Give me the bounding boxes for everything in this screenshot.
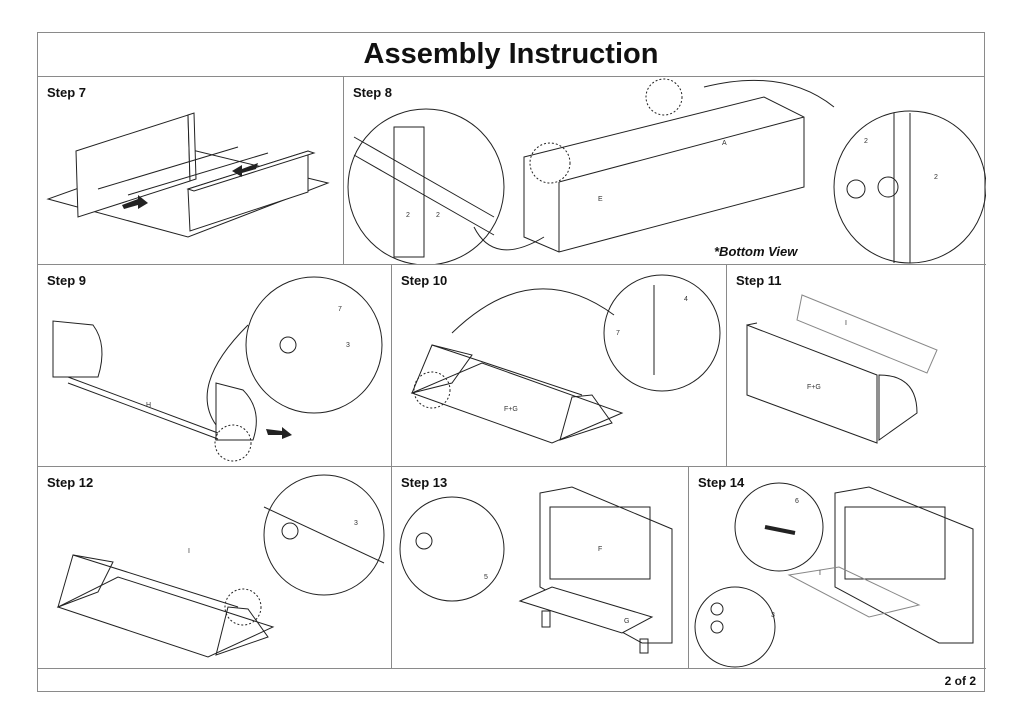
step-9-panel: Step 9 H 7 3 <box>38 265 392 467</box>
step-label: Step 10 <box>401 273 448 288</box>
part-callout: G <box>624 618 629 625</box>
step-label: Step 12 <box>47 475 94 490</box>
page-footer: 2 of 2 <box>38 669 984 693</box>
bottom-view-note: *Bottom View <box>714 244 798 259</box>
part-callout: 3 <box>346 342 350 349</box>
part-callout: I <box>188 548 190 555</box>
step-10-panel: Step 10 F+G 7 4 <box>392 265 727 467</box>
part-callout: I <box>819 570 821 577</box>
part-callout: E <box>598 196 603 203</box>
step-label: Step 13 <box>401 475 448 490</box>
step-label: Step 14 <box>698 475 745 490</box>
part-callout: 2 <box>864 138 868 145</box>
step-9-illustration: H 7 3 <box>52 276 383 462</box>
step-label: Step 11 <box>736 273 782 288</box>
part-callout: H <box>146 402 151 409</box>
step-8-panel: Step 8 2 2 E <box>344 77 986 265</box>
step-label: Step 7 <box>47 85 87 100</box>
part-callout: 3 <box>771 612 775 619</box>
part-callout: 4 <box>684 296 688 303</box>
step-11-panel: Step 11 I F+G <box>727 265 986 467</box>
part-callout: I <box>845 320 847 327</box>
step-10-illustration: F+G 7 4 <box>410 274 721 444</box>
part-callout: F+G <box>504 406 518 413</box>
step-13-panel: Step 13 F G 5 <box>392 467 689 669</box>
page-number: 2 of 2 <box>944 674 976 688</box>
detail-magnifier-left <box>347 108 505 264</box>
part-callout: 2 <box>934 174 938 181</box>
step-14-panel: Step 14 6 I 3 <box>689 467 986 669</box>
part-callout: 2 <box>436 212 440 219</box>
step-14-illustration: 6 I 3 <box>694 482 974 668</box>
part-callout: A <box>722 140 727 147</box>
part-callout: 7 <box>338 306 342 313</box>
step-label: Step 8 <box>353 85 393 100</box>
step-12-panel: Step 12 I 3 <box>38 467 392 669</box>
step-11-illustration: I F+G <box>746 294 938 444</box>
direction-arrow-icon <box>122 163 258 209</box>
step-label: Step 9 <box>47 273 87 288</box>
part-callout: F+G <box>807 384 821 391</box>
part-callout: 3 <box>354 520 358 527</box>
part-callout: F <box>598 546 602 553</box>
step-13-illustration: F G 5 <box>399 486 673 654</box>
part-callout: 7 <box>616 330 620 337</box>
step-7-illustration <box>46 112 330 238</box>
step-7-panel: Step 7 <box>38 77 344 265</box>
step-8-illustration: 2 2 E A 2 2 <box>347 78 986 264</box>
step-12-illustration: I 3 <box>56 474 385 658</box>
page-title: Assembly Instruction <box>38 33 984 77</box>
part-callout: 6 <box>795 498 799 505</box>
part-callout: 5 <box>484 574 488 581</box>
instruction-sheet: Assembly Instruction Step 7 Step 8 <box>37 32 986 693</box>
part-callout: 2 <box>406 212 410 219</box>
direction-arrow-icon <box>266 427 292 439</box>
